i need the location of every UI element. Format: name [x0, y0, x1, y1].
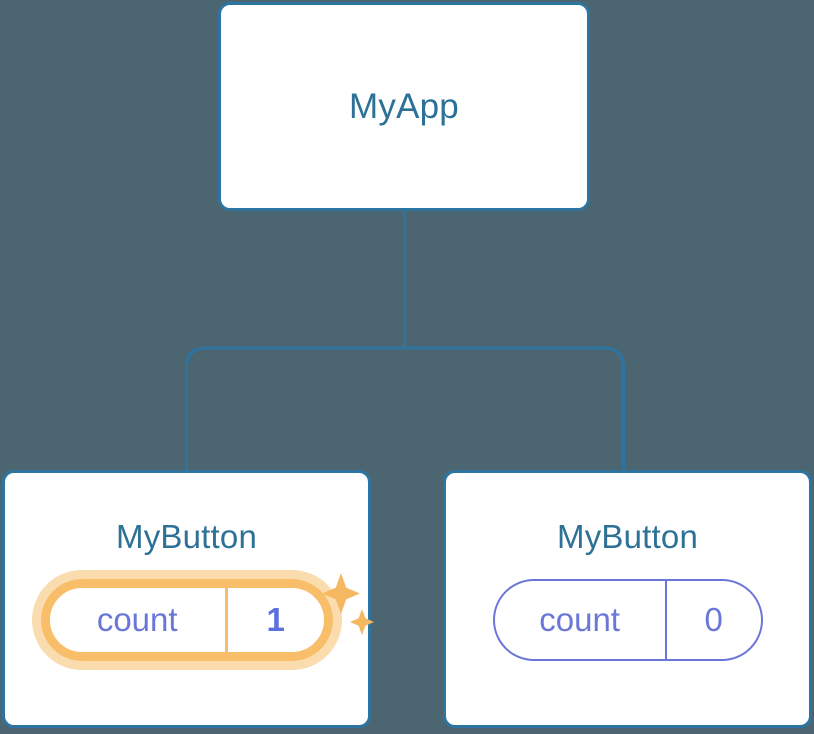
connector-branches [185, 346, 625, 470]
node-card-mybutton-1[interactable]: MyButton count 0 [443, 470, 812, 728]
state-pill-divider-1 [664, 581, 667, 659]
state-pill-wrap-0: count 1 [5, 579, 368, 661]
node-card-myapp[interactable]: MyApp [218, 2, 590, 211]
state-pill-1[interactable]: count 0 [492, 579, 763, 661]
state-key-0: count [96, 601, 178, 638]
state-value-1: 0 [704, 601, 723, 638]
state-pill-wrap-1: count 0 [446, 579, 809, 661]
node-title-root: MyApp [349, 87, 459, 126]
state-key-1: count [539, 601, 620, 638]
state-pill-divider-0 [224, 588, 228, 652]
node-title-child-1: MyButton [557, 518, 698, 555]
node-card-mybutton-0[interactable]: MyButton count 1 [2, 470, 374, 728]
state-value-0: 1 [266, 601, 285, 638]
state-pill-0[interactable]: count 1 [40, 579, 333, 661]
node-title-child-0: MyButton [116, 518, 257, 555]
